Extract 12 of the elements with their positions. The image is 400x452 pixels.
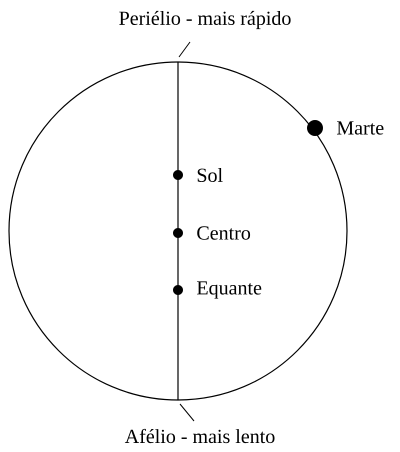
dot-label: Equante bbox=[196, 281, 262, 299]
label-text: Afélio - mais lento bbox=[124, 428, 275, 444]
label-text: Periélio - mais rápido bbox=[119, 10, 291, 30]
leader-line bbox=[180, 404, 194, 422]
dot bbox=[173, 285, 183, 295]
dot-label: Marte bbox=[336, 121, 384, 135]
dot bbox=[173, 170, 183, 180]
dot-label: Centro bbox=[197, 226, 250, 240]
leader-line bbox=[178, 42, 190, 58]
dot-label: Sol bbox=[198, 168, 223, 182]
dot bbox=[173, 228, 183, 238]
dot bbox=[307, 120, 323, 136]
